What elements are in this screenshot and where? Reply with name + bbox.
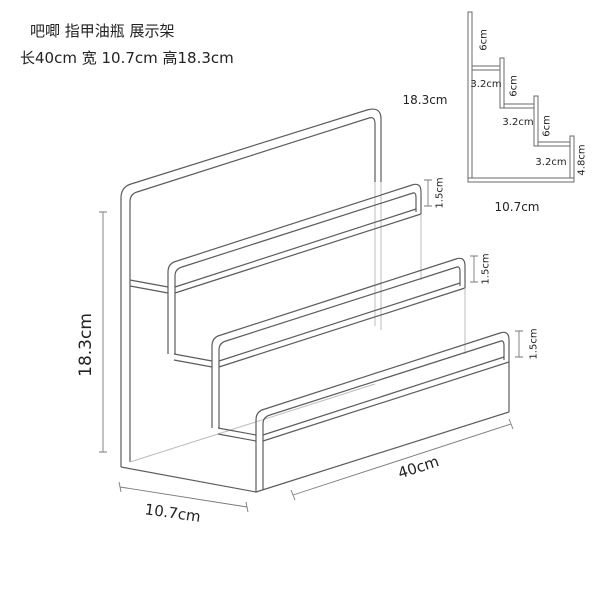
back-plate-outline [120, 108, 382, 467]
profile-step-depth-1: 3.2cm [470, 79, 501, 90]
tier-1-shelf-edge [174, 208, 417, 288]
length-dimension-line [290, 418, 514, 501]
tier-1-lip [167, 183, 422, 293]
profile-front-height: 4.8cm [577, 144, 588, 175]
tier-1-riser [167, 293, 176, 354]
profile-step-height-1: 6cm [479, 29, 490, 51]
product-dimensions: 长40cm 宽 10.7cm 高18.3cm [20, 49, 234, 67]
height-dimension-line [99, 211, 107, 453]
tier-2-shelf-edge [218, 282, 461, 362]
height-label: 18.3cm [76, 313, 96, 377]
profile-front-panel [569, 135, 575, 183]
base-bottom-edge [120, 411, 510, 493]
back-plate-bottom-edge [129, 383, 376, 463]
tier-3-shelf-side [217, 427, 257, 442]
tier-3-shelf-thickness [262, 361, 510, 442]
tier-1 [129, 183, 422, 354]
back-plate-inner-edge [129, 117, 376, 462]
tier-2-lip-inner [218, 266, 461, 367]
profile-shelf-2 [503, 103, 535, 109]
profile-shelf-1 [471, 65, 501, 71]
rack-3d-view: 18.3cm 10.7cm 40cm 1.5cm 1.5cm 1.5cm [76, 108, 540, 526]
tier-2-shelf-thickness [218, 287, 466, 368]
length-label: 40cm [396, 452, 441, 482]
tier-2-lip [211, 257, 466, 367]
lip-3-dimension-line [515, 330, 523, 358]
lip-2-height-label: 1.5cm [481, 253, 492, 284]
tier-1-shelf-side [129, 279, 169, 294]
depth-dimension-line [118, 481, 249, 513]
profile-riser-2 [533, 95, 539, 147]
tier-2 [173, 257, 466, 428]
profile-shelf-3 [537, 141, 571, 147]
profile-step-depth-2: 3.2cm [502, 117, 533, 128]
tier-2-riser [211, 367, 220, 428]
tier-3 [217, 331, 510, 492]
depth-label: 10.7cm [144, 500, 202, 526]
lip-3-height-label: 1.5cm [529, 328, 540, 359]
lip-2-dimension-line [470, 255, 478, 283]
profile-back-plate [467, 11, 473, 183]
tier-1-shelf-thickness [174, 213, 422, 294]
side-profile: 18.3cm 10.7cm 6cm 6cm 6cm 3.2cm 3.2cm 3.… [402, 11, 588, 214]
profile-base [467, 177, 575, 183]
profile-step-depth-3: 3.2cm [535, 157, 566, 168]
profile-step-height-3: 6cm [542, 115, 553, 137]
profile-width-label: 10.7cm [494, 200, 539, 214]
tier-3-shelf-edge [262, 356, 505, 436]
product-title: 吧唧 指甲油瓶 展示架 [30, 22, 175, 40]
tier-1-lip-inner [174, 192, 417, 293]
tier-3-lip-inner [262, 340, 505, 441]
tier-3-lip [255, 331, 510, 441]
profile-step-height-2: 6cm [509, 75, 520, 97]
back-plate-hidden-edge [374, 182, 382, 330]
tier-3-front-panel [255, 441, 264, 492]
profile-riser-1 [499, 57, 505, 109]
lip-1-dimension-line [424, 179, 432, 207]
profile-height-label: 18.3cm [402, 93, 447, 107]
tier-2-shelf-side [173, 353, 213, 368]
lip-1-height-label: 1.5cm [435, 177, 446, 208]
